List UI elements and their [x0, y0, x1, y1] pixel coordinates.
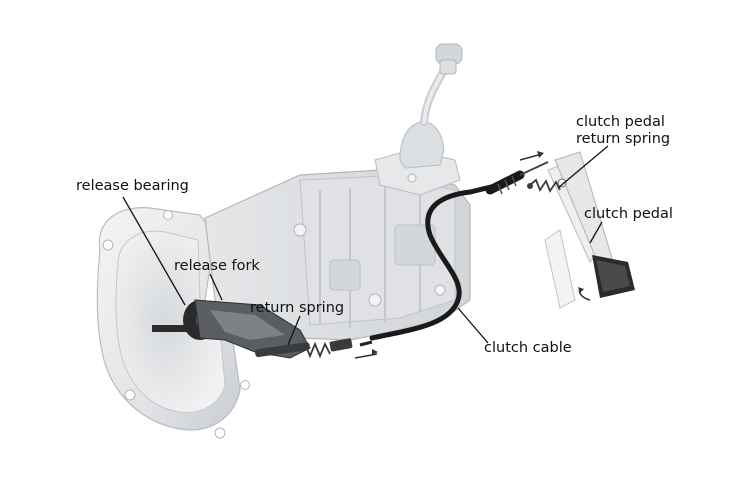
- bell-housing: [96, 207, 250, 439]
- gear-shifter: [374, 43, 463, 196]
- label-pedal-return-spring-line1: clutch pedal: [576, 114, 665, 130]
- label-release-fork: release fork: [174, 258, 260, 274]
- leader-clutch-cable: [457, 307, 489, 344]
- clutch-pedal-part: [544, 151, 635, 309]
- leader-clutch-pedal: [589, 221, 603, 244]
- clutch-cable-part: [369, 151, 549, 341]
- label-return-spring: return spring: [250, 300, 344, 316]
- pedal-return-spring-part: [527, 178, 567, 193]
- label-clutch-pedal: clutch pedal: [584, 206, 673, 222]
- leader-release-fork: [209, 273, 223, 301]
- label-pedal-return-spring-line2: return spring: [576, 131, 670, 147]
- leader-return-spring: [287, 315, 301, 346]
- release-fork-part: [194, 299, 311, 359]
- return-spring-part: [299, 338, 378, 359]
- label-clutch-cable: clutch cable: [484, 340, 572, 356]
- leader-release-bearing: [122, 196, 186, 306]
- leader-pedal-return-spring: [557, 145, 609, 189]
- label-release-bearing: release bearing: [76, 178, 189, 194]
